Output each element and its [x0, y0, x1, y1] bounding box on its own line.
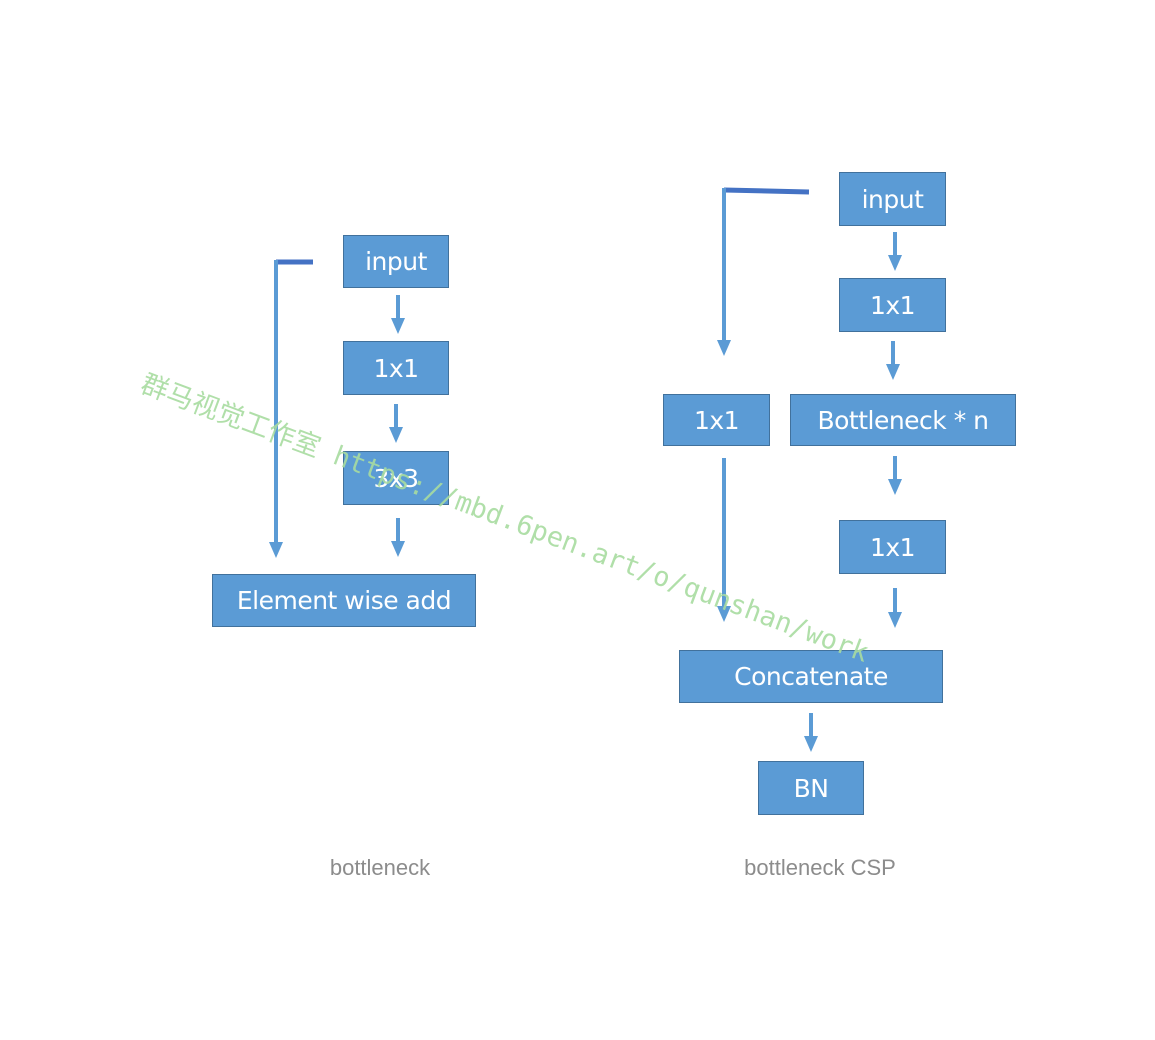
- csp-conv1x1-after-label: 1x1: [869, 532, 916, 562]
- element-wise-add-label: Element wise add: [236, 586, 452, 615]
- csp-bottleneck-n-label: Bottleneck * n: [817, 405, 989, 435]
- arrowhead-3x3-to-add: [391, 541, 405, 557]
- arrowhead-1x1-to-concat: [888, 612, 902, 628]
- arrowhead-concat-to-bn: [804, 736, 818, 752]
- csp-side-branch-arrowhead: [717, 340, 731, 356]
- csp-conv1x1-box: 1x1: [839, 278, 946, 332]
- bottleneck-conv1x1-box: 1x1: [343, 341, 449, 395]
- concatenate-label: Concatenate: [734, 662, 888, 691]
- bn-box: BN: [758, 761, 864, 815]
- csp-bottleneck-n-box: Bottleneck * n: [790, 394, 1016, 446]
- bottleneck-conv3x3-box: 3x3: [343, 451, 449, 505]
- bottleneck-connectors: [269, 259, 405, 558]
- csp-side-branch-top: [723, 187, 810, 195]
- bottleneck-csp-caption: bottleneck CSP: [744, 855, 896, 880]
- element-wise-add-box: Element wise add: [212, 574, 476, 627]
- arrowhead-1x1-to-3x3: [389, 427, 403, 443]
- bn-label: BN: [793, 773, 829, 803]
- csp-side-conv1x1-label: 1x1: [693, 405, 740, 435]
- arrowhead-input-to-1x1: [391, 318, 405, 334]
- bottleneck-input-box: input: [343, 235, 449, 288]
- csp-input-label: input: [861, 184, 924, 214]
- csp-conv1x1-after-box: 1x1: [839, 520, 946, 574]
- skip-connection-arrowhead: [269, 542, 283, 558]
- arrowhead-bottleneck-to-1x1: [888, 479, 902, 495]
- csp-input-box: input: [839, 172, 946, 226]
- csp-side-conv1x1-box: 1x1: [663, 394, 770, 446]
- bottleneck-conv1x1-label: 1x1: [373, 353, 419, 383]
- arrowhead-csp-input-to-1x1: [888, 255, 902, 271]
- arrowhead-csp-1x1-to-bottleneck: [886, 364, 900, 380]
- concatenate-box: Concatenate: [679, 650, 943, 703]
- bottleneck-input-label: input: [365, 247, 427, 276]
- bottleneck-conv3x3-label: 3x3: [373, 463, 419, 493]
- bottleneck-caption: bottleneck: [329, 855, 431, 880]
- arrowhead-side-1x1-to-concat: [717, 606, 731, 622]
- csp-conv1x1-label: 1x1: [869, 290, 916, 320]
